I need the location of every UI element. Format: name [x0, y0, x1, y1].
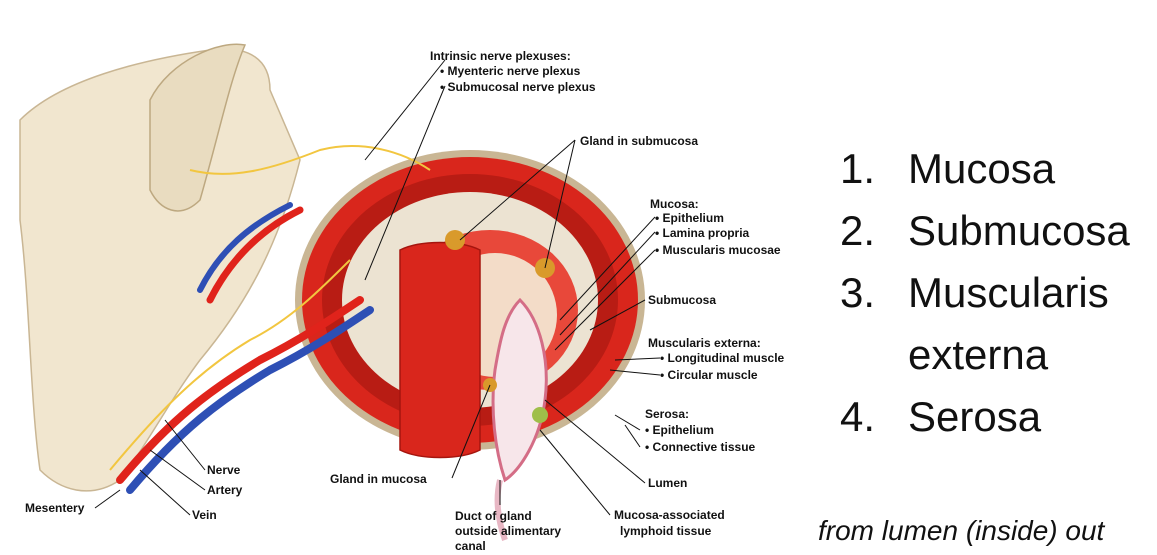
label-muscularis-mucosae: • Muscularis mucosae [655, 243, 781, 257]
caption: from lumen (inside) out [818, 515, 1104, 547]
layer-list: 1. Mucosa 2. Submucosa 3. Muscularis ext… [840, 138, 1157, 448]
label-circular: • Circular muscle [660, 368, 758, 382]
layer-item-muscularis-externa: 3. Muscularis externa [840, 262, 1157, 386]
layer-name: Submucosa [908, 200, 1157, 262]
label-epithelium-2: • Epithelium [645, 423, 714, 437]
label-mucosa-heading: Mucosa: [650, 197, 699, 211]
label-gland-submucosa: Gland in submucosa [580, 134, 698, 148]
label-longitudinal: • Longitudinal muscle [660, 351, 785, 365]
layer-item-mucosa: 1. Mucosa [840, 138, 1157, 200]
label-mesentery: Mesentery [25, 501, 85, 515]
label-malt-1: Mucosa-associated [614, 508, 725, 522]
muscle-block-cutaway [400, 243, 480, 458]
label-malt-2: lymphoid tissue [620, 524, 712, 538]
layer-number: 1. [840, 138, 908, 200]
label-submucosal-plexus: • Submucosal nerve plexus [440, 80, 596, 94]
layer-name: Serosa [908, 386, 1157, 448]
label-submucosa: Submucosa [648, 293, 716, 307]
layer-number: 4. [840, 386, 908, 448]
label-connective: • Connective tissue [645, 440, 756, 454]
label-intrinsic-heading: Intrinsic nerve plexuses: [430, 49, 571, 63]
layer-item-serosa: 4. Serosa [840, 386, 1157, 448]
label-lumen: Lumen [648, 476, 687, 490]
layer-number: 2. [840, 200, 908, 262]
layer-number: 3. [840, 262, 908, 386]
label-artery: Artery [207, 483, 243, 497]
label-epithelium-1: • Epithelium [655, 211, 724, 225]
label-muscularis-externa-heading: Muscularis externa: [648, 336, 761, 350]
label-duct-3: canal [455, 539, 486, 553]
label-lamina-propria: • Lamina propria [655, 226, 750, 240]
label-duct-2: outside alimentary [455, 524, 561, 538]
gland-submucosa-shape [445, 230, 465, 250]
alimentary-canal-diagram: Intrinsic nerve plexuses: • Myenteric ne… [0, 0, 820, 555]
label-myenteric: • Myenteric nerve plexus [440, 64, 581, 78]
label-duct-1: Duct of gland [455, 509, 532, 523]
lymphoid-nodule-shape [532, 407, 548, 423]
layer-name: Muscularis externa [908, 262, 1157, 386]
label-nerve: Nerve [207, 463, 241, 477]
layer-item-submucosa: 2. Submucosa [840, 200, 1157, 262]
label-gland-mucosa: Gland in mucosa [330, 472, 427, 486]
label-vein: Vein [192, 508, 217, 522]
label-serosa-heading: Serosa: [645, 407, 689, 421]
layer-name: Mucosa [908, 138, 1157, 200]
